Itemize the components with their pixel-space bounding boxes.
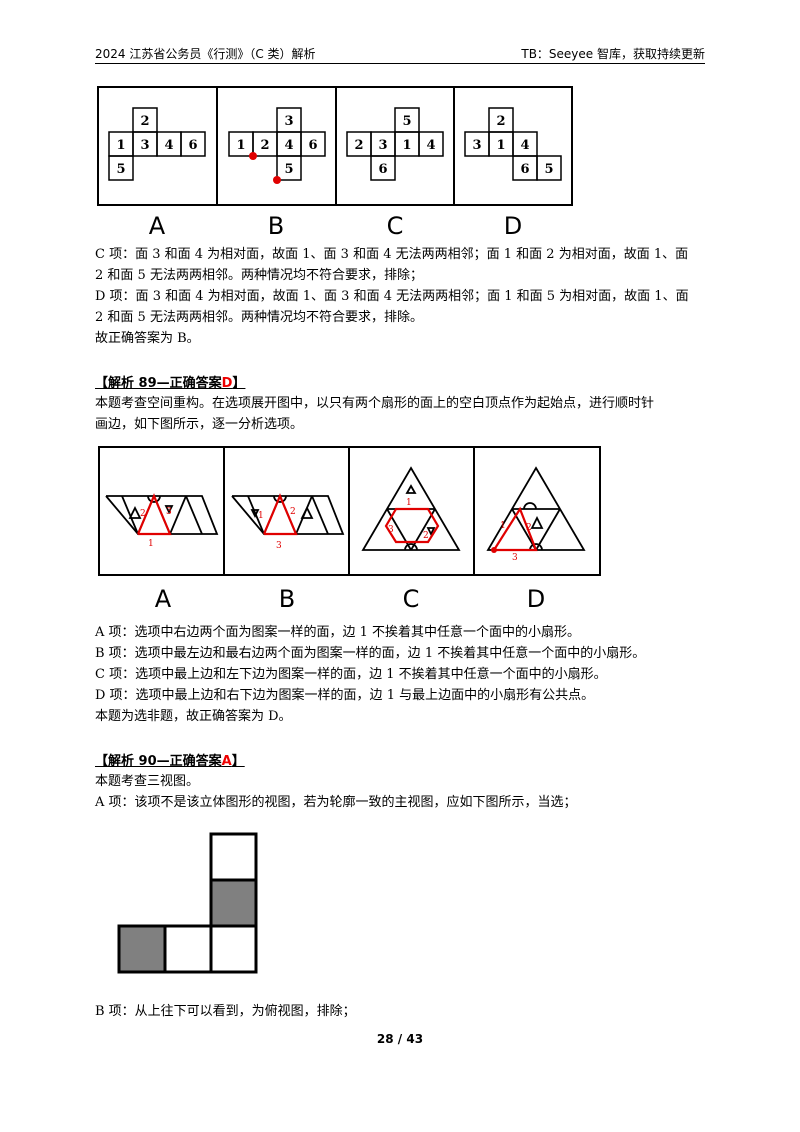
option-label-a: A (155, 585, 172, 613)
svg-text:1: 1 (406, 498, 412, 508)
header-source: TB：Seeyee 智库，获取持续更新 (521, 47, 705, 61)
q90-heading: 【解析 90—正确答案A】 (95, 754, 245, 769)
option-label-a: A (149, 212, 166, 238)
svg-text:2: 2 (140, 114, 149, 129)
q90-option-a: A 项：该项不是该立体图形的视图，若为轮廓一致的主视图，应如下图所示，当选； (95, 795, 577, 810)
q89-option-b: B 项：选项中最左边和最右边两个面为图案一样的面，边 1 不挨着其中任意一个面中… (95, 646, 646, 661)
q88-option-d-line2: 2 和面 5 无法两两相邻。两种情况均不符合要求，排除。 (95, 310, 423, 325)
svg-text:6: 6 (308, 138, 317, 153)
q89-heading: 【解析 89—正确答案D】 (95, 376, 246, 391)
svg-text:3: 3 (388, 525, 394, 535)
svg-text:6: 6 (188, 138, 197, 153)
option-label-d: D (527, 585, 545, 613)
q88-option-c-line1: C 项：面 3 和面 4 为相对面，故面 1、面 3 和面 4 无法两两相邻；面… (95, 247, 689, 262)
svg-text:4: 4 (520, 138, 529, 153)
svg-text:3: 3 (140, 138, 149, 153)
option-label-d: D (504, 212, 522, 238)
svg-text:1: 1 (500, 521, 506, 531)
q90-option-b: B 项：从上往下可以看到，为俯视图，排除； (95, 1004, 356, 1019)
option-label-b: B (268, 212, 284, 238)
q89-answer-letter: D (221, 376, 233, 391)
q89-intro-line1: 本题考查空间重构。在选项展开图中，以只有两个扇形的面上的空白顶点作为起始点，进行… (95, 396, 655, 411)
q90-intro: 本题考查三视图。 (95, 774, 200, 789)
svg-text:2: 2 (423, 531, 429, 541)
svg-text:5: 5 (544, 162, 553, 177)
svg-text:4: 4 (284, 138, 293, 153)
page-header: 2024 江苏省公务员《行测》（C 类）解析 TB：Seeyee 智库，获取持续… (95, 43, 705, 64)
svg-text:2: 2 (354, 138, 363, 153)
svg-text:1: 1 (148, 539, 154, 549)
svg-text:2: 2 (526, 523, 532, 533)
svg-text:3: 3 (512, 553, 518, 563)
svg-text:2: 2 (496, 114, 505, 129)
q88-option-c-line2: 2 和面 5 无法两两相邻。两种情况均不符合要求，排除； (95, 268, 423, 283)
svg-text:2: 2 (260, 138, 269, 153)
svg-text:3: 3 (284, 114, 293, 129)
page-number: 28 / 43 (376, 1032, 424, 1046)
svg-text:5: 5 (284, 162, 293, 177)
svg-text:1: 1 (116, 138, 125, 153)
header-title: 2024 江苏省公务员《行测》（C 类）解析 (95, 47, 316, 61)
svg-text:6: 6 (520, 162, 529, 177)
svg-text:1: 1 (236, 138, 245, 153)
svg-text:6: 6 (378, 162, 387, 177)
q88-answer: 故正确答案为 B。 (95, 331, 200, 346)
q89-intro-line2: 画边，如下图所示，逐一分析选项。 (95, 417, 304, 432)
option-label-c: C (403, 585, 420, 613)
q88-option-d-line1: D 项：面 3 和面 4 为相对面，故面 1、面 3 和面 4 无法两两相邻；面… (95, 289, 689, 304)
svg-text:3: 3 (472, 138, 481, 153)
svg-text:1: 1 (402, 138, 411, 153)
svg-text:3: 3 (378, 138, 387, 153)
svg-text:3: 3 (166, 507, 172, 517)
front-view-block-figure (117, 832, 258, 974)
q89-option-d: D 项：选项中最上边和右下边为图案一样的面，边 1 与最上边面中的小扇形有公共点… (95, 688, 595, 703)
svg-text:4: 4 (426, 138, 435, 153)
q90-answer-letter: A (221, 754, 232, 769)
triangle-net-options-figure: 2 3 1 1 2 3 1 3 2 1 2 3 A B C D (98, 446, 601, 613)
svg-text:1: 1 (496, 138, 505, 153)
option-label-b: B (279, 585, 295, 613)
q89-conclusion: 本题为选非题，故正确答案为 D。 (95, 709, 292, 724)
svg-text:1: 1 (258, 511, 264, 521)
svg-text:2: 2 (140, 509, 146, 519)
option-label-c: C (387, 212, 404, 238)
svg-text:5: 5 (116, 162, 125, 177)
q89-option-a: A 项：选项中右边两个面为图案一样的面，边 1 不挨着其中任意一个面中的小扇形。 (95, 625, 581, 640)
svg-text:3: 3 (276, 541, 282, 551)
svg-text:5: 5 (402, 114, 411, 129)
svg-text:4: 4 (164, 138, 173, 153)
svg-text:2: 2 (290, 507, 296, 517)
q89-option-c: C 项：选项中最上边和左下边为图案一样的面，边 1 不挨着其中任意一个面中的小扇… (95, 667, 607, 682)
